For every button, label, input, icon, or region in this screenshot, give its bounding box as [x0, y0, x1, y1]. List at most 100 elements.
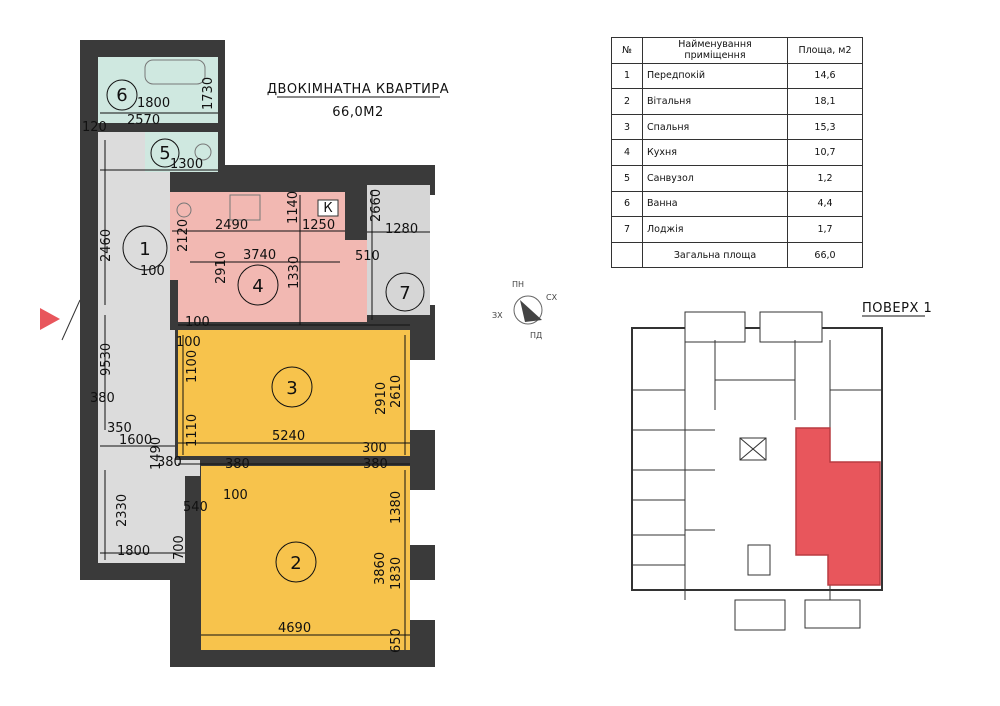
table-row: 5 Санвузол 1,2 — [611, 164, 863, 192]
table-cell-num: 5 — [611, 164, 643, 192]
dim-label: 510 — [355, 249, 380, 264]
window-living-1 — [410, 490, 435, 545]
stove-fixture — [229, 194, 261, 221]
dim-label: 5240 — [272, 429, 305, 444]
room-number-6: 6 — [116, 85, 127, 106]
dim-label: 2120 — [176, 219, 191, 252]
table-cell-area: 14,6 — [787, 62, 863, 90]
compass-south: ПД — [530, 331, 542, 340]
room-badge-7 — [385, 272, 425, 312]
table-total-row: Загальна площа 66,0 — [611, 241, 863, 269]
compass-ring — [513, 295, 543, 325]
dim-label: 2610 — [389, 375, 404, 408]
dim-label: 300 — [362, 441, 387, 456]
table-cell-name: Спальня — [642, 113, 788, 141]
dim-label: 1380 — [389, 491, 404, 524]
table-cell-area: 1,7 — [787, 216, 863, 243]
table-cell-num: 6 — [611, 190, 643, 218]
dim-label: 350 — [107, 421, 132, 436]
dim-label: 3740 — [243, 248, 276, 263]
table-row: 6 Ванна 4,4 — [611, 190, 863, 218]
compass-arrow-icon — [520, 300, 542, 322]
dim-label: 2910 — [214, 251, 229, 284]
kitchen-mark: К — [323, 201, 332, 216]
compass-east: СХ — [546, 293, 558, 302]
dim-label: 1830 — [389, 557, 404, 590]
table-cell-name: Передпокій — [642, 62, 788, 90]
room-badge-2 — [275, 541, 317, 583]
table-row: 3 Спальня 15,3 — [611, 113, 863, 141]
table-cell-name: Вітальня — [642, 88, 788, 115]
dim-label: 2460 — [99, 229, 114, 262]
table-cell-num: 2 — [611, 88, 643, 115]
room-kitchen-fill — [170, 192, 367, 322]
room-bedroom-fill — [178, 330, 410, 456]
table-total-label: Загальна площа — [642, 241, 788, 269]
dim-label: 2570 — [127, 113, 160, 128]
room-badge-4 — [237, 264, 279, 306]
room-number-7: 7 — [399, 283, 410, 304]
room-toilet-fill — [145, 132, 218, 172]
dim-label: 2910 — [374, 382, 389, 415]
table-cell-area: 4,4 — [787, 190, 863, 218]
dim-label: 380 — [90, 391, 115, 406]
window-bedroom — [410, 360, 435, 430]
dim-label: 1800 — [137, 96, 170, 111]
room-corridor-fill — [98, 132, 200, 563]
table-cell-name: Санвузол — [642, 164, 788, 192]
dim-label: 380 — [157, 455, 182, 470]
table-header-row: № Найменування приміщення Площа, м2 — [611, 37, 863, 64]
room-number-4: 4 — [252, 276, 263, 297]
table-cell-area: 18,1 — [787, 88, 863, 115]
table-cell-area: 1,2 — [787, 164, 863, 192]
dim-label: 2330 — [115, 494, 130, 527]
room-bath-fill — [98, 57, 218, 123]
table-cell-name: Ванна — [642, 190, 788, 218]
dim-label: 540 — [183, 500, 208, 515]
kitchen-mark-box — [317, 199, 339, 217]
dim-label: 100 — [223, 488, 248, 503]
dim-label: 1490 — [149, 437, 164, 470]
plan-title: ДВОКІМНАТНА КВАРТИРА — [267, 82, 449, 97]
apartment-plan: К 6 5 1 4 7 3 2 — [40, 40, 449, 667]
table-cell-num: 1 — [611, 62, 643, 90]
dim-label: 1110 — [185, 414, 200, 447]
dim-label: 700 — [172, 535, 187, 560]
dim-label: 1140 — [286, 191, 301, 224]
room-number-1: 1 — [139, 239, 150, 260]
dim-label: 9530 — [99, 343, 114, 376]
dim-label: 1730 — [201, 77, 216, 110]
room-number-5: 5 — [159, 143, 170, 164]
dim-label: 380 — [363, 457, 388, 472]
table-total-area: 66,0 — [787, 241, 863, 269]
room-living-fill — [201, 466, 410, 650]
entrance-arrow-icon — [40, 308, 60, 330]
compass-west: ЗХ — [492, 311, 503, 320]
bathtub — [144, 59, 206, 85]
table-cell-area: 10,7 — [787, 139, 863, 166]
dimension-lines — [100, 112, 430, 650]
table-cell-area: 15,3 — [787, 113, 863, 141]
dim-label: 650 — [389, 628, 404, 653]
dim-label: 2660 — [369, 189, 384, 222]
room-badge-6 — [106, 79, 138, 111]
table-cell-num: 7 — [611, 216, 643, 243]
compass-north: ПН — [512, 280, 524, 289]
room-number-3: 3 — [286, 378, 297, 399]
room-badge-5 — [150, 138, 180, 168]
window-living-2 — [410, 580, 435, 620]
table-row: 2 Вітальня 18,1 — [611, 88, 863, 115]
window-loggia — [430, 195, 435, 305]
dim-label: 100 — [140, 264, 165, 279]
room-area-table: № Найменування приміщення Площа, м2 1 Пе… — [611, 37, 863, 269]
dim-label: 120 — [82, 120, 107, 135]
table-cell-num — [611, 241, 643, 269]
dim-label: 100 — [176, 335, 201, 350]
dim-label: 1250 — [302, 218, 335, 233]
dim-label: 1280 — [385, 222, 418, 237]
apartment-highlight — [795, 427, 881, 586]
room-badge-3 — [271, 366, 313, 408]
dim-label: 2490 — [215, 218, 248, 233]
table-header-num: № — [611, 37, 643, 64]
